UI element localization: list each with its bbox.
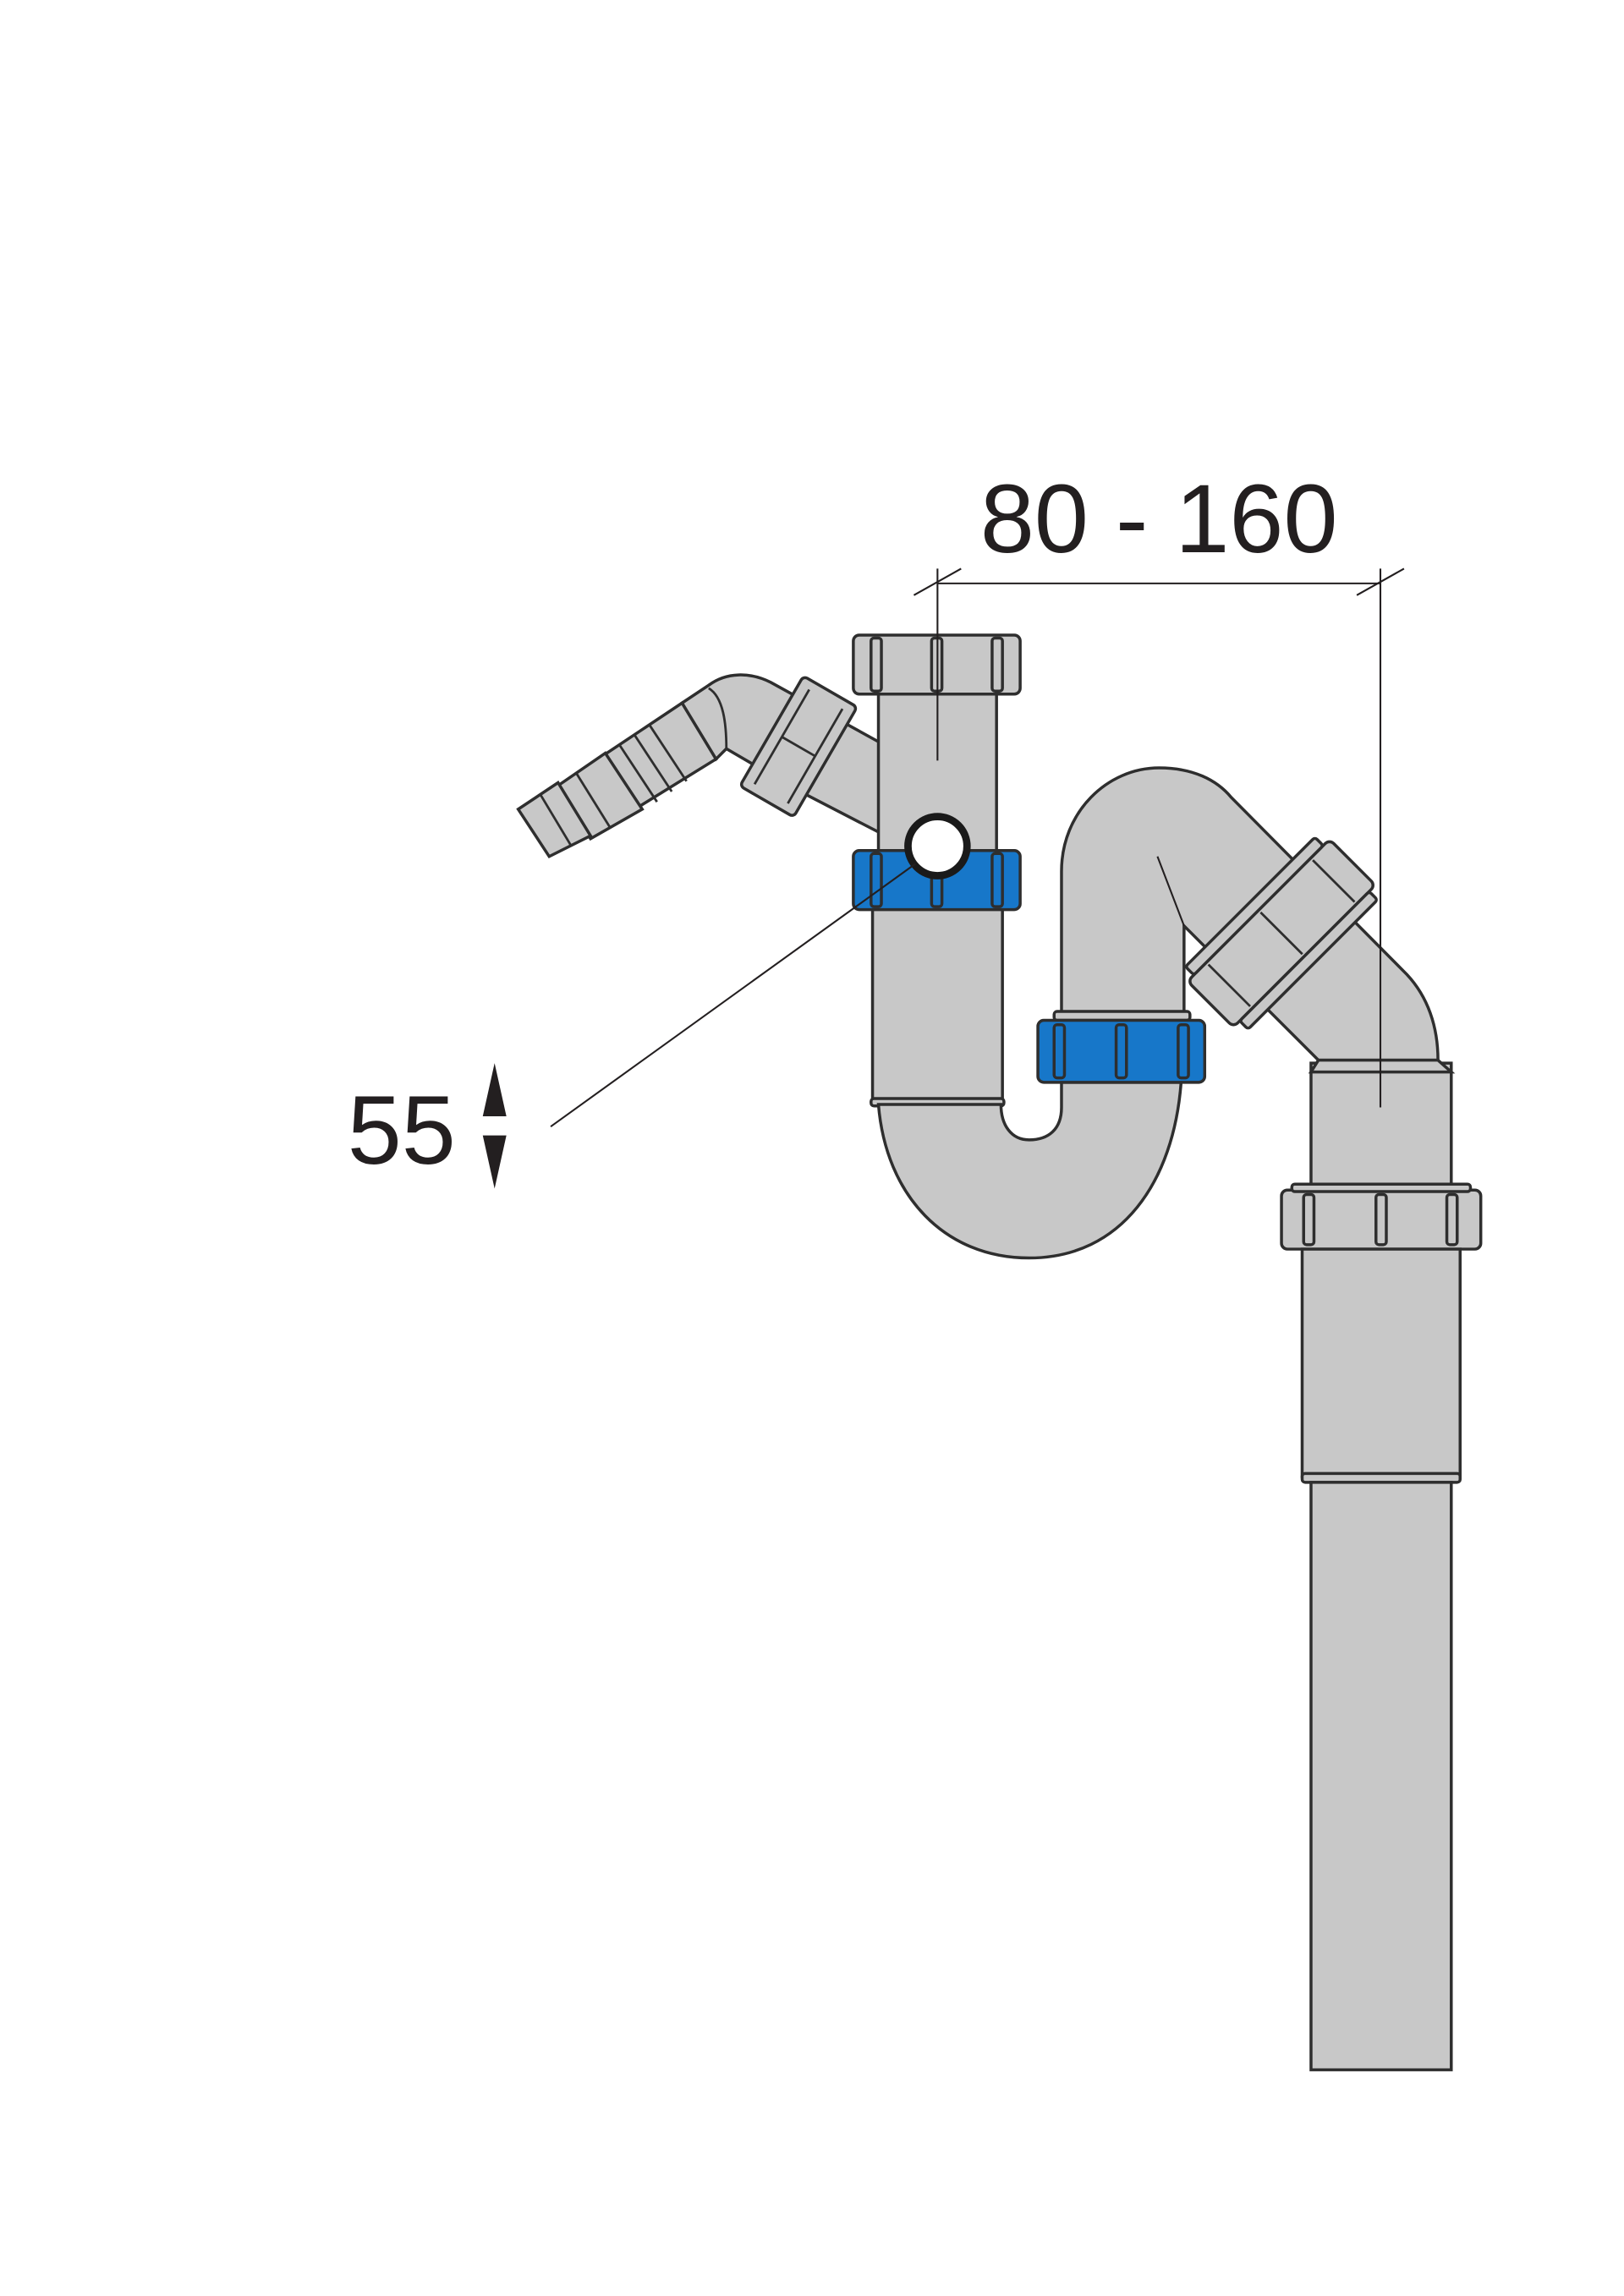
outlet-pipe-long — [1309, 1481, 1453, 2072]
overflow-port — [904, 813, 971, 879]
dimension-80-160-label: 80 - 160 — [980, 465, 1338, 573]
vertical-dimension: 55 — [348, 863, 916, 1189]
horizontal-dimension: 80 - 160 — [913, 465, 1405, 1108]
u-bend — [876, 1081, 1183, 1260]
dimension-55-label: 55 — [348, 1077, 456, 1185]
side-inlet-elbow — [680, 673, 897, 836]
arrow-up-icon — [482, 1063, 507, 1116]
arrow-down-icon — [482, 1135, 507, 1189]
outlet-pipe-middle — [1300, 1247, 1462, 1478]
diagonal-nut — [1185, 836, 1378, 1030]
inlet-pipe-lower — [870, 905, 1004, 1104]
riser-blue-nut — [1036, 1018, 1207, 1084]
outlet-nut — [1280, 1182, 1483, 1251]
hose-spigot — [516, 700, 718, 859]
